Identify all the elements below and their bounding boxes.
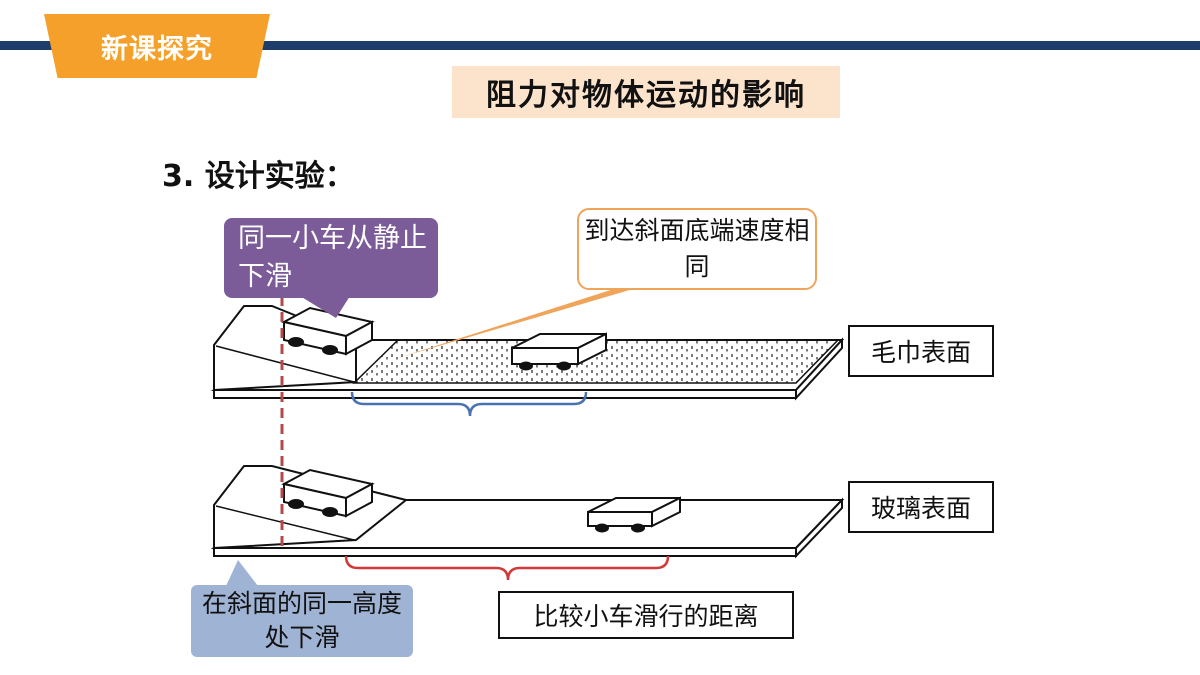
glass-setup <box>210 465 845 581</box>
blue-callout-tail <box>226 560 258 586</box>
towel-board-end <box>795 337 843 401</box>
label-compare-distance: 比较小车滑行的距离 <box>498 591 794 639</box>
header-tag: 新课探究 <box>44 14 270 78</box>
towel-surface <box>352 339 840 384</box>
callout-same-speed: 到达斜面底端速度相同 <box>577 208 817 290</box>
orange-callout-pointer <box>398 287 640 358</box>
towel-board-edge <box>213 389 797 399</box>
glass-board-edge <box>213 547 797 557</box>
cart-on-glass <box>587 496 681 533</box>
cart-on-ramp-bottom <box>281 468 375 518</box>
blue-brace <box>350 391 588 417</box>
cart-on-ramp-top <box>281 306 375 356</box>
header-bar <box>0 41 1200 50</box>
cart-on-towel <box>511 332 607 371</box>
purple-callout-tail <box>300 296 350 318</box>
label-glass-surface: 玻璃表面 <box>848 481 994 533</box>
callout-still-start: 同一小车从静止下滑 <box>224 218 438 298</box>
red-brace <box>344 555 670 581</box>
glass-board-end <box>795 497 843 559</box>
callout-same-height: 在斜面的同一高度处下滑 <box>191 585 413 657</box>
slide-title: 阻力对物体运动的影响 <box>452 66 840 118</box>
towel-setup <box>211 305 845 417</box>
label-towel-surface: 毛巾表面 <box>848 325 994 377</box>
section-heading: 3. 设计实验： <box>162 159 355 194</box>
